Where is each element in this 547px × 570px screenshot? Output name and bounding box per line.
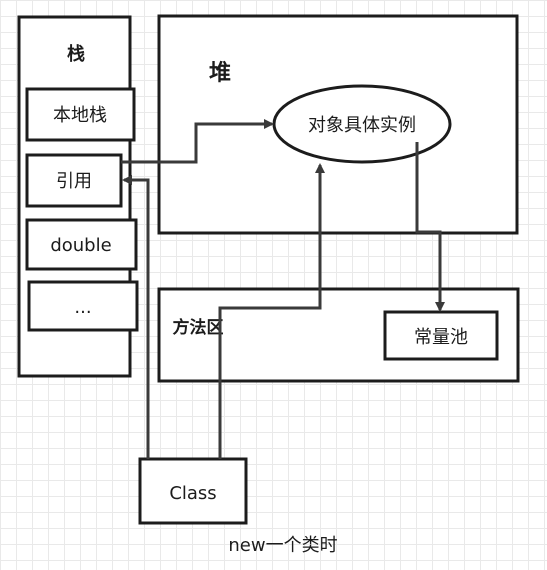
method-area-region: 方法区 常量池 xyxy=(157,287,520,383)
stack-item-reference xyxy=(25,153,123,208)
object-instance-ellipse xyxy=(272,84,452,164)
class-region: Class xyxy=(138,457,248,525)
caption: new一个类时 xyxy=(228,535,337,556)
reference-to-object-arrow xyxy=(121,119,274,164)
heap-title: 堆 xyxy=(209,61,231,86)
constant-pool-box xyxy=(383,310,499,361)
stack-item-more xyxy=(27,280,139,332)
class-box xyxy=(138,457,248,525)
constant-pool-label: 常量池 xyxy=(414,327,468,348)
class-to-reference-arrow xyxy=(122,175,150,459)
stack-item-double xyxy=(25,218,138,271)
stack-item-label: double xyxy=(50,235,111,256)
stack-item-local-stack xyxy=(25,87,136,142)
stack-region: 栈 本地栈 引用 double ... xyxy=(17,15,139,378)
object-instance-label: 对象具体实例 xyxy=(308,115,416,136)
stack-title: 栈 xyxy=(67,43,85,65)
object-to-constant-pool-arrow xyxy=(415,142,445,312)
method-area-title: 方法区 xyxy=(173,317,224,338)
stack-item-label: 引用 xyxy=(56,171,92,192)
class-to-object-arrow xyxy=(218,163,325,459)
class-label: Class xyxy=(169,483,216,504)
stack-item-label: ... xyxy=(74,297,91,318)
heap-region: 堆 对象具体实例 xyxy=(157,14,519,235)
stack-item-label: 本地栈 xyxy=(53,105,107,126)
